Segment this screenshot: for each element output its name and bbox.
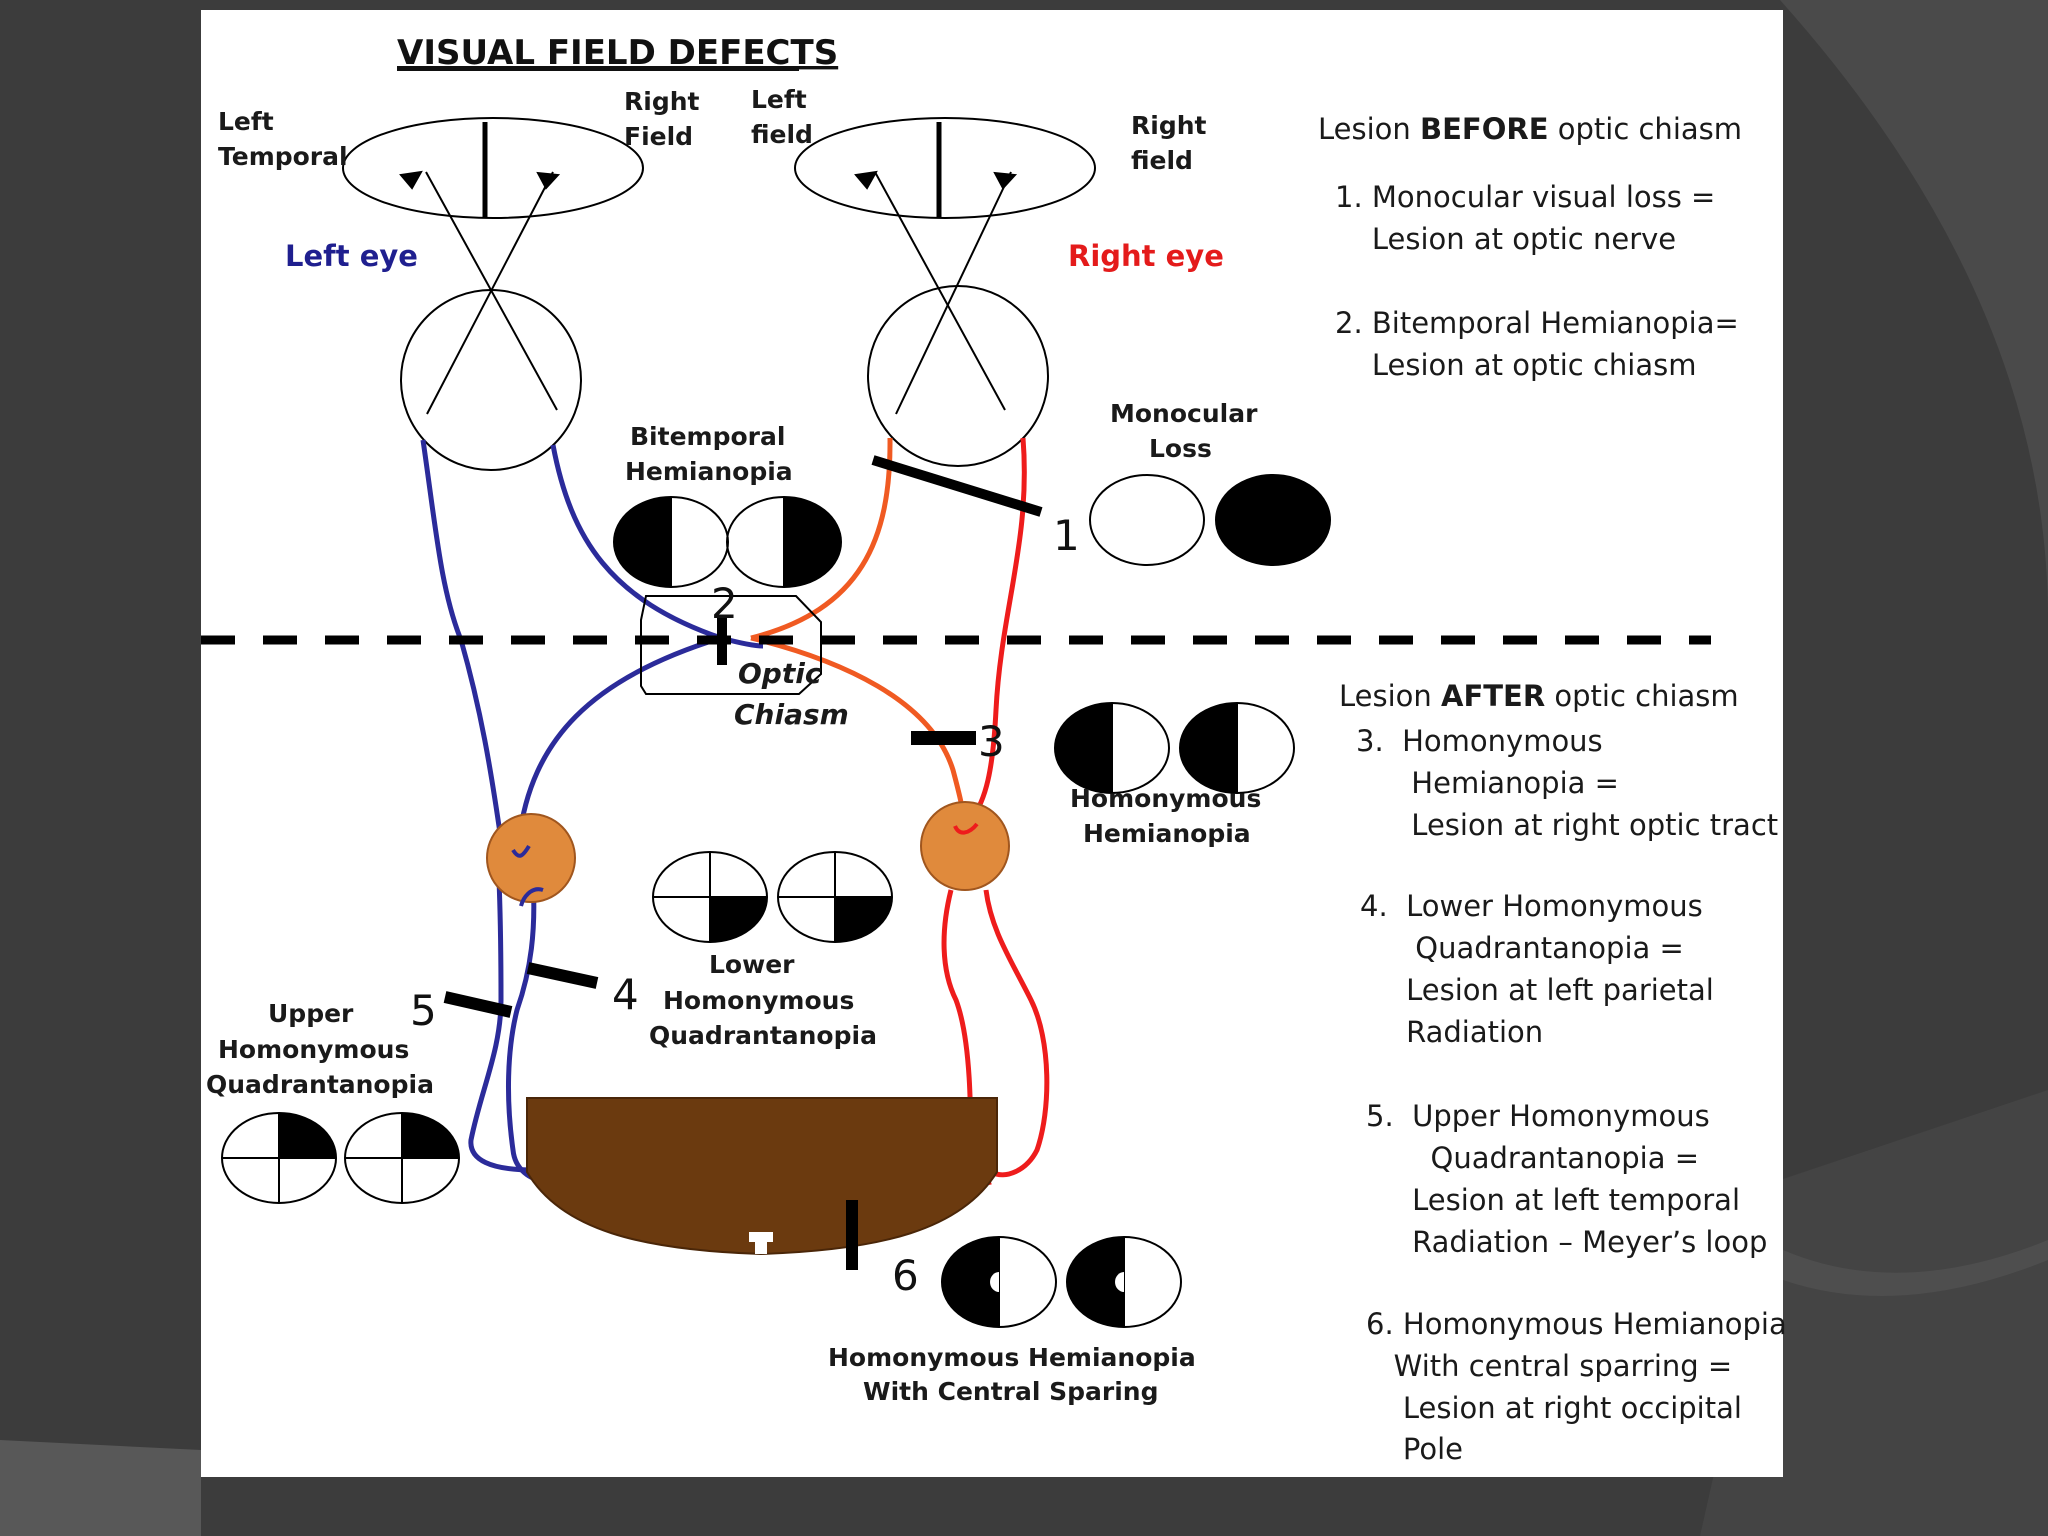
diagram-title: VISUAL FIELD DEFECTS xyxy=(397,33,838,73)
bitemporal-hemianopia-fields xyxy=(613,496,842,588)
left-eye-rays xyxy=(399,170,561,415)
note-5-line-1: 5. Upper Homonymous xyxy=(1366,1099,1710,1133)
occipital-cortex xyxy=(526,1097,998,1256)
note-2-line-1: 2. Bitemporal Hemianopia= xyxy=(1335,306,1739,340)
label-lower-1: Lower xyxy=(709,950,795,979)
note-2-line-2: Lesion at optic chiasm xyxy=(1335,348,1697,382)
note-6-line-1: 6. Homonymous Hemianopia xyxy=(1366,1307,1787,1341)
label-central-sparing-1: Homonymous Hemianopia xyxy=(828,1343,1196,1372)
note-6-line-2: With central sparring = xyxy=(1366,1349,1733,1383)
label-right-eye: Right eye xyxy=(1068,239,1224,273)
lesion-number-1: 1 xyxy=(1053,511,1080,560)
monocular-loss-fields xyxy=(1089,474,1331,566)
label-upper-3: Quadrantanopia xyxy=(206,1070,434,1099)
label-upper-2: Homonymous xyxy=(218,1035,409,1064)
lesion-number-3: 3 xyxy=(978,717,1005,766)
lesion-5-bar xyxy=(443,991,513,1018)
label-bitemporal-2: Hemianopia xyxy=(625,457,793,486)
label-monocular-1: Monocular xyxy=(1110,399,1258,428)
label-optic: Optic xyxy=(738,657,822,690)
note-4-line-3: Lesion at left parietal xyxy=(1360,973,1714,1007)
right-eye-rays xyxy=(854,170,1018,415)
note-4-line-1: 4. Lower Homonymous xyxy=(1360,889,1703,923)
lesion-1-bar xyxy=(871,455,1043,517)
label-right-field-l2: Field xyxy=(624,122,693,151)
occipital-pole-notch xyxy=(749,1232,773,1254)
homonymous-hemianopia-fields xyxy=(1054,702,1295,794)
lesion-number-6: 6 xyxy=(892,1251,919,1300)
label-left-field-1: Left xyxy=(751,85,807,114)
label-homonymous-1: Homonymous xyxy=(1070,784,1261,813)
label-left-temporal-2: Temporal xyxy=(218,142,348,171)
lesion-4-bar xyxy=(526,962,599,989)
lower-quadrantanopia-fields xyxy=(652,851,893,943)
note-6-line-3: Lesion at right occipital xyxy=(1366,1391,1742,1425)
left-eye xyxy=(400,289,582,471)
right-eye-visual-field xyxy=(794,117,1096,219)
note-5-line-3: Lesion at left temporal xyxy=(1366,1183,1740,1217)
label-chiasm: Chiasm xyxy=(734,698,849,731)
note-6-line-4: Pole xyxy=(1366,1432,1463,1466)
note-4-line-2: Quadrantanopia = xyxy=(1360,931,1684,965)
note-1-line-2: Lesion at optic nerve xyxy=(1335,222,1677,256)
left-lgn xyxy=(486,813,576,903)
visual-pathway-diagram: VISUAL FIELD DEFECTS xyxy=(201,33,1711,1406)
label-left-temporal-1: Left xyxy=(218,107,274,136)
note-4-line-4: Radiation xyxy=(1360,1015,1544,1049)
note-1-line-1: 1. Monocular visual loss = xyxy=(1335,180,1716,214)
lesion-number-2: 2 xyxy=(711,579,738,628)
note-after-heading: Lesion AFTER optic chiasm xyxy=(1339,679,1739,713)
note-5-line-2: Quadrantanopia = xyxy=(1366,1141,1700,1175)
note-3-line-3: Lesion at right optic tract xyxy=(1356,808,1779,842)
label-left-field-2: field xyxy=(751,120,813,149)
right-lgn xyxy=(920,801,1010,891)
label-right-field-r2: field xyxy=(1131,146,1193,175)
label-homonymous-2: Hemianopia xyxy=(1083,819,1251,848)
left-eye-visual-field xyxy=(342,117,644,219)
note-3-line-1: 3. Homonymous xyxy=(1356,724,1603,758)
label-lower-3: Quadrantanopia xyxy=(649,1021,877,1050)
lesion-number-4: 4 xyxy=(612,970,639,1019)
label-bitemporal-1: Bitemporal xyxy=(630,422,785,451)
upper-quadrantanopia-fields xyxy=(221,1112,460,1204)
note-before-heading: Lesion BEFORE optic chiasm xyxy=(1318,112,1743,146)
label-lower-2: Homonymous xyxy=(663,986,854,1015)
label-right-field-r1: Right xyxy=(1131,111,1207,140)
label-right-field-l1: Right xyxy=(624,87,700,116)
note-3-line-2: Hemianopia = xyxy=(1356,766,1619,800)
central-sparing-fields xyxy=(941,1236,1182,1328)
note-5-line-4: Radiation – Meyer’s loop xyxy=(1366,1225,1768,1259)
left-optic-pathway xyxy=(420,439,764,1183)
label-monocular-2: Loss xyxy=(1149,434,1212,463)
lesion-number-5: 5 xyxy=(410,986,437,1035)
label-upper-1: Upper xyxy=(268,999,354,1028)
label-left-eye: Left eye xyxy=(285,239,418,273)
right-eye xyxy=(867,285,1049,467)
label-central-sparing-2: With Central Sparing xyxy=(863,1377,1158,1406)
